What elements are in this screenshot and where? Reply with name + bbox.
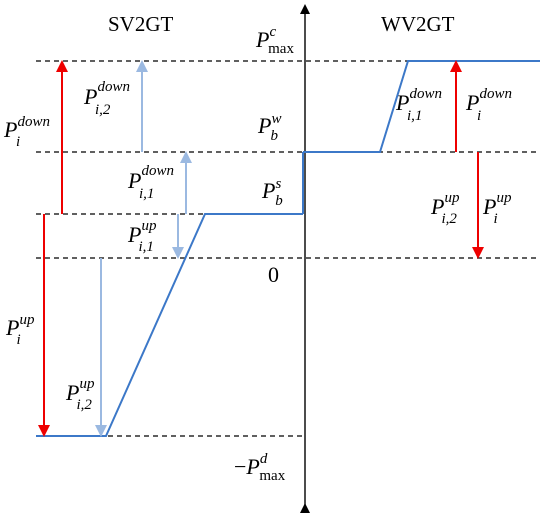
heading-wv2gt: WV2GT: [381, 12, 455, 36]
heading-sv2gt: SV2GT: [108, 12, 174, 36]
power-curve-sv2gt: [36, 213, 303, 437]
power-curve-wv2gt: [303, 60, 540, 153]
label-zero: 0: [268, 262, 279, 287]
